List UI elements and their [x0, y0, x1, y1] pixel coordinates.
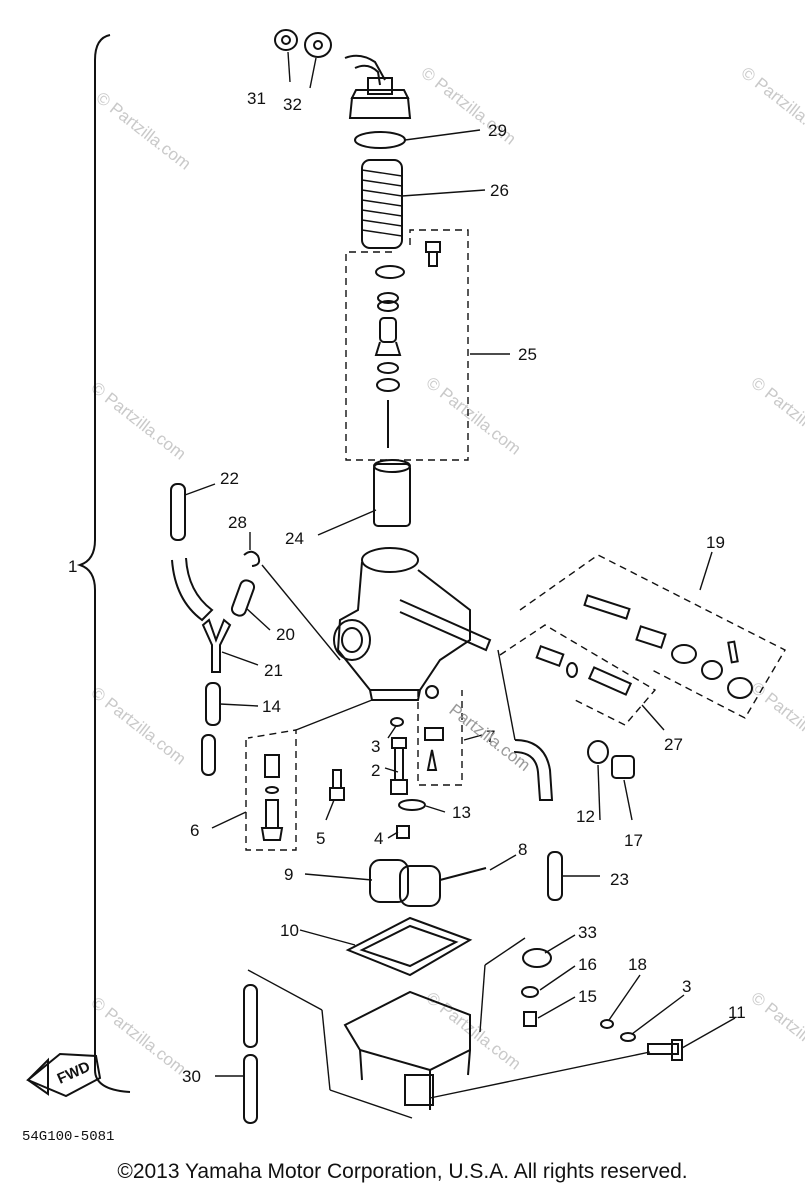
part-30-hose-upper — [243, 984, 258, 1048]
part-17-plug — [611, 755, 635, 779]
mixing-chamber-cap — [344, 54, 412, 119]
label-23: 23 — [610, 870, 629, 889]
float-bowl — [343, 990, 471, 1110]
leader-lines — [184, 51, 736, 1119]
label-14: 14 — [262, 697, 281, 716]
part-26-spring — [361, 159, 403, 249]
group-25-outline — [345, 229, 469, 461]
label-20: 20 — [276, 625, 295, 644]
label-18: 18 — [628, 955, 647, 974]
watermark: © Partzilla.com — [88, 378, 190, 464]
label-8: 8 — [518, 840, 527, 859]
label-4: 4 — [374, 829, 383, 848]
label-2: 2 — [371, 761, 380, 780]
hose-upper-left — [171, 557, 214, 622]
part-16-washer — [521, 986, 539, 998]
label-26: 26 — [490, 181, 509, 200]
part-2-needle-jet — [390, 737, 408, 795]
label-13: 13 — [452, 803, 471, 822]
part-9-float — [369, 859, 441, 907]
part-8-float-pin — [439, 867, 487, 881]
label-33: 33 — [578, 923, 597, 942]
label-28: 28 — [228, 513, 247, 532]
label-3: 3 — [371, 737, 380, 756]
part-22-hose — [170, 483, 186, 541]
forward-arrow-icon: FWD — [26, 1052, 102, 1098]
label-15: 15 — [578, 987, 597, 1006]
part-31-nut — [274, 29, 298, 51]
part-24-throttle-slide — [373, 459, 411, 527]
watermark: © Partzilla.com — [423, 988, 525, 1074]
part-10-gasket — [345, 916, 473, 977]
label-16: 16 — [578, 955, 597, 974]
watermark: © Partzilla.com — [748, 988, 805, 1074]
group-6-outline — [245, 729, 297, 851]
part-14-hose — [205, 682, 221, 726]
part-29-o-ring — [354, 131, 406, 149]
part-33-cover — [522, 948, 552, 968]
label-30: 30 — [182, 1067, 201, 1086]
label-17: 17 — [624, 831, 643, 850]
label-11: 11 — [728, 1003, 746, 1022]
part-30-hose-lower — [243, 1054, 258, 1124]
group-27-outline — [499, 624, 657, 726]
part-18-o-ring — [600, 1019, 614, 1029]
hose-right-bend — [513, 739, 554, 801]
part-3-o-ring — [390, 717, 404, 727]
label-10: 10 — [280, 921, 299, 940]
label-21: 21 — [264, 661, 283, 680]
watermark: © Partzilla.com — [748, 373, 805, 459]
label-3-lower: 3 — [682, 977, 691, 996]
part-21-y-joint — [201, 618, 232, 673]
label-29: 29 — [488, 121, 507, 140]
label-5: 5 — [316, 829, 325, 848]
label-32: 32 — [283, 95, 302, 114]
assembly-bracket — [76, 34, 131, 1093]
label-19: 19 — [706, 533, 725, 552]
part-7-float-valve — [424, 685, 444, 771]
label-12: 12 — [576, 807, 595, 826]
label-25: 25 — [518, 345, 537, 364]
part-5-pilot-jet — [329, 769, 345, 801]
label-31: 31 — [247, 89, 266, 108]
watermark: © Partzilla.com — [423, 373, 525, 459]
part-20-hose — [230, 579, 256, 617]
label-7: 7 — [486, 727, 495, 746]
label-27: 27 — [664, 735, 683, 754]
part-13-washer — [398, 799, 426, 811]
part-19-throttle-stop-parts — [583, 594, 753, 699]
label-6: 6 — [190, 821, 199, 840]
part-6-jet-parts — [260, 754, 284, 841]
watermark: © Partzilla.com — [93, 88, 195, 174]
part-32-washer — [304, 32, 332, 58]
fwd-label: FWD — [55, 1058, 93, 1087]
part-23-hose — [547, 851, 563, 901]
part-4-main-jet — [396, 825, 410, 839]
part-27-pilot-screw-parts — [535, 644, 633, 696]
hose-lower-left — [201, 734, 216, 776]
part-15-screw — [523, 1011, 537, 1027]
part-3-o-ring-lower — [620, 1032, 636, 1042]
throttle-valve-parts — [374, 241, 441, 448]
label-24: 24 — [285, 529, 304, 548]
label-9: 9 — [284, 865, 293, 884]
watermark: © Partzilla.com — [748, 678, 805, 764]
part-28-clip — [243, 550, 261, 567]
watermark: © Partzilla.com — [88, 993, 190, 1079]
diagram-code: 54G100-5081 — [22, 1129, 114, 1145]
part-number-labels: 1 31 32 29 26 25 22 28 24 19 20 21 14 27… — [68, 89, 746, 1086]
part-12-cap — [587, 740, 609, 764]
part-11-drain-screw — [647, 1039, 683, 1061]
center-watermark: Partzilla.com — [446, 700, 534, 775]
watermark: © Partzilla.com — [88, 683, 190, 769]
group-19-outline — [519, 554, 786, 719]
label-22: 22 — [220, 469, 239, 488]
group-7-outline — [417, 690, 463, 786]
watermark: © Partzilla.com — [738, 63, 805, 149]
watermark-layer: © Partzilla.com © Partzilla.com © Partzi… — [88, 63, 805, 1079]
carburetor-body — [333, 547, 492, 701]
copyright-notice: ©2013 Yamaha Motor Corporation, U.S.A. A… — [117, 1160, 688, 1183]
label-1: 1 — [68, 557, 77, 576]
